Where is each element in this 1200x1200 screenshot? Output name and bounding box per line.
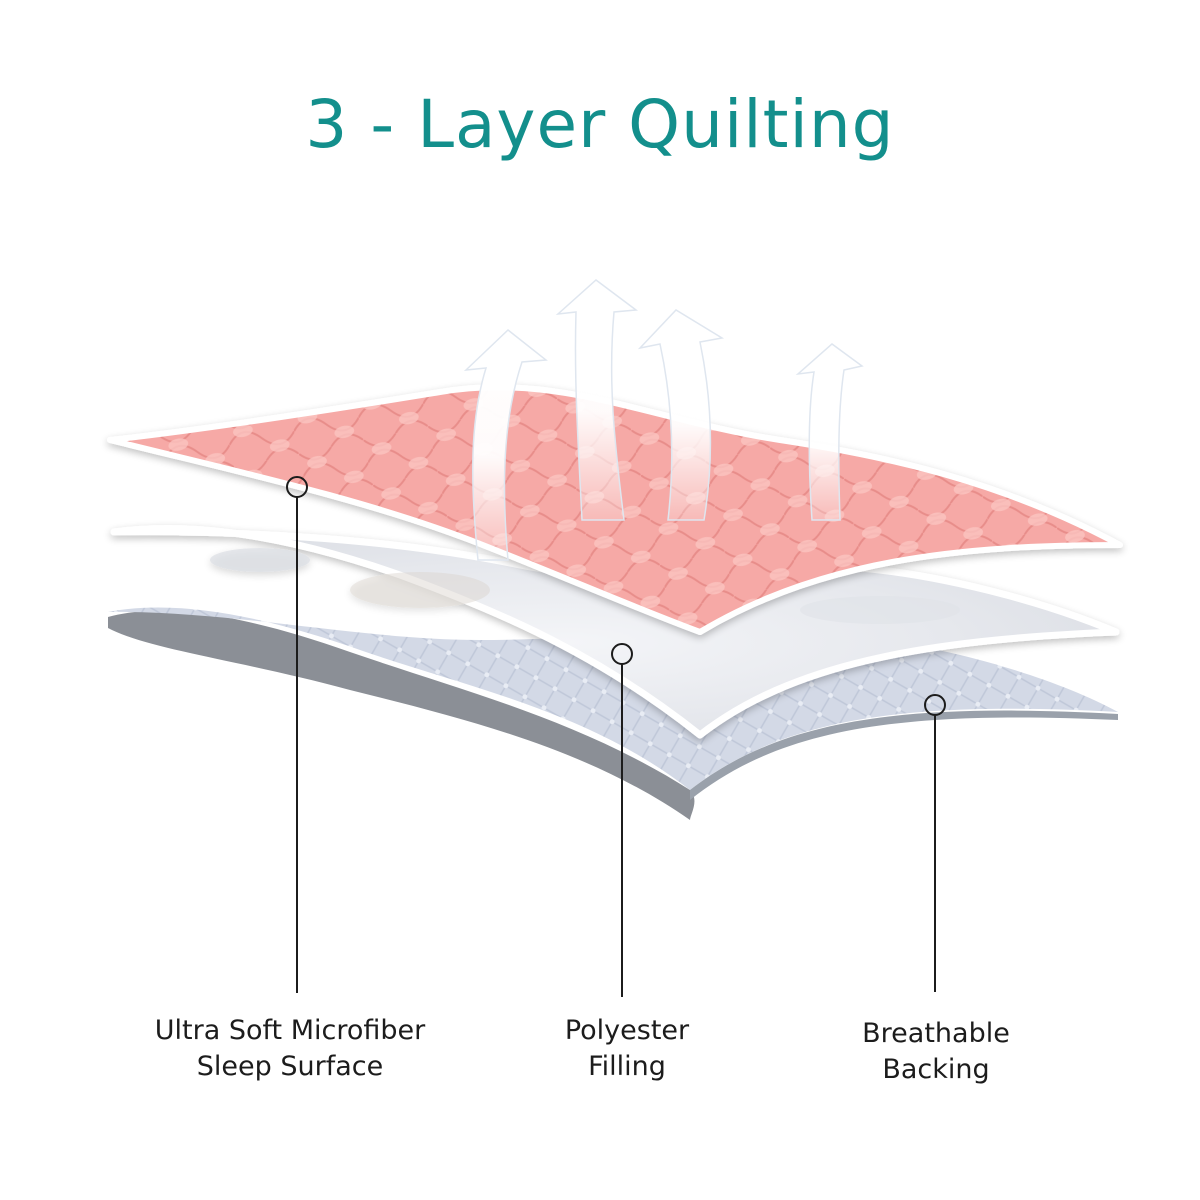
leader-filling — [611, 643, 633, 997]
label-microfiber-line1: Ultra Soft Microfiber — [154, 1015, 426, 1046]
leader-dot-icon — [924, 694, 946, 716]
label-filling-line1: Polyester — [564, 1015, 690, 1046]
airflow-arrow-icon — [555, 279, 639, 521]
airflow-arrow-icon — [463, 329, 548, 561]
page-title: 3 - Layer Quilting — [305, 86, 895, 163]
airflow-arrow-icon — [637, 309, 725, 521]
leader-backing — [924, 694, 946, 992]
label-backing-line1: Breathable — [862, 1018, 1010, 1049]
label-backing: Breathable Backing — [746, 1016, 1126, 1088]
leader-dot-icon — [611, 643, 633, 665]
airflow-arrows — [463, 279, 864, 561]
airflow-arrow-icon — [795, 343, 864, 521]
label-microfiber-line2: Sleep Surface — [196, 1051, 384, 1082]
label-microfiber: Ultra Soft Microfiber Sleep Surface — [100, 1013, 480, 1085]
leader-dot-icon — [286, 476, 308, 498]
label-filling: Polyester Filling — [437, 1013, 817, 1085]
leader-microfiber — [286, 476, 308, 993]
label-filling-line2: Filling — [588, 1051, 666, 1082]
filling-layer — [110, 525, 1120, 739]
label-backing-line2: Backing — [882, 1054, 990, 1085]
